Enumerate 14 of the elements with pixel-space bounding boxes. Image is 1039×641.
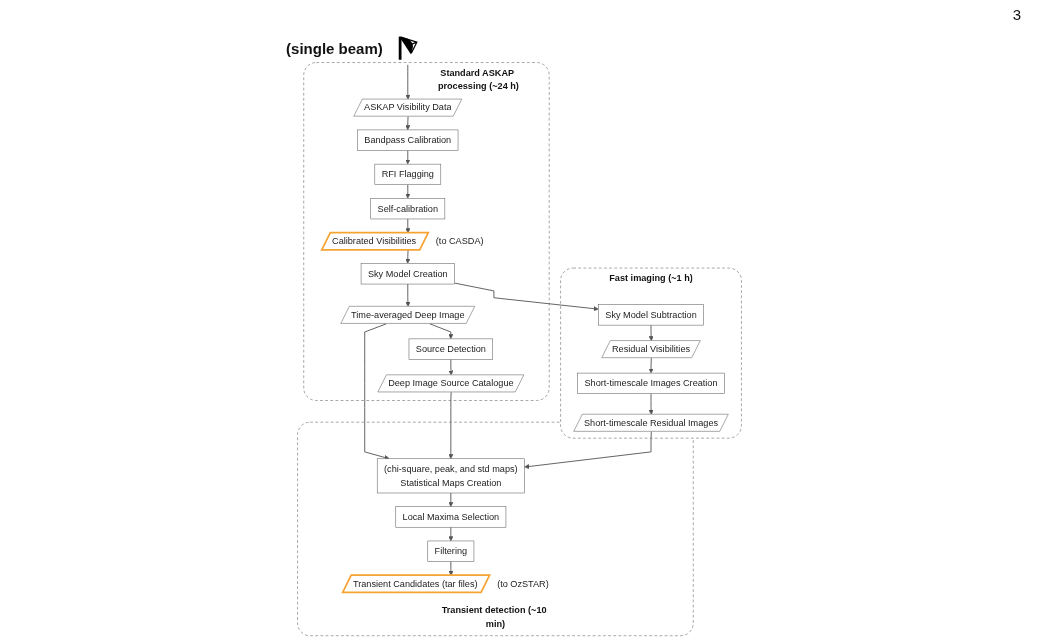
page-number: 3 [1012, 6, 1021, 23]
node-box: Self-calibration [370, 198, 446, 220]
node-box: (chi-square, peak, and std maps) Statistical Maps Creation [376, 458, 525, 494]
note-label: (single beam) [286, 39, 383, 57]
node-box: Filtering [427, 540, 475, 562]
node-label: (to CASDA) [435, 236, 484, 246]
node-label: (to OzSTAR) [497, 578, 549, 589]
node-box: Sky Model Subtraction [598, 304, 704, 326]
node-box: Source Detection [408, 338, 493, 360]
node-box: Local Maxima Selection [395, 506, 507, 528]
node-box: RFI Flagging [374, 163, 442, 185]
node-box: Sky Model Creation [360, 263, 455, 285]
node-box: Bandpass Calibration [357, 129, 459, 151]
node-box: Short-timescale Images Creation [577, 372, 725, 394]
